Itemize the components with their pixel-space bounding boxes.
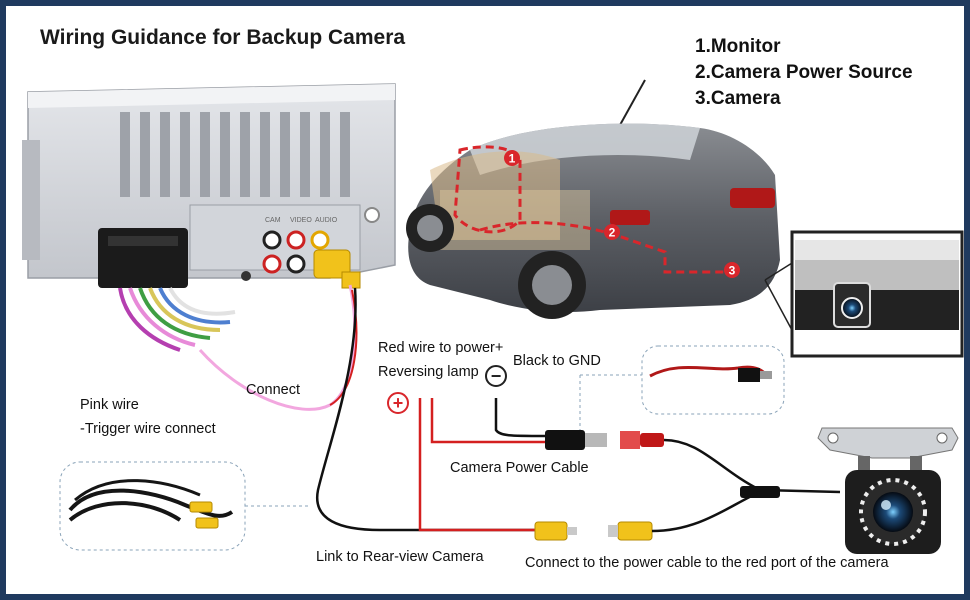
port-label-audio: AUDIO	[315, 217, 338, 224]
svg-text:2: 2	[609, 226, 616, 240]
camera-power-lead	[663, 438, 841, 494]
port-label-video: VIDEO	[290, 217, 312, 224]
video-link-cable	[315, 287, 535, 532]
diagram-title: Wiring Guidance for Backup Camera	[40, 26, 405, 49]
heatsink-fins	[120, 112, 350, 197]
marker-2: 2	[604, 224, 620, 240]
marker-3: 3	[724, 262, 740, 278]
legend-item-power-source: 2.Camera Power Source	[695, 62, 913, 83]
dc-power-socket	[620, 431, 664, 449]
harness-wires	[118, 287, 236, 352]
label-black-gnd: Black to GND	[513, 353, 601, 369]
rca-video-female	[608, 521, 653, 541]
minus-symbol: −	[485, 365, 507, 387]
port-label-cam: CAM	[265, 217, 281, 224]
svg-text:3: 3	[729, 264, 736, 278]
legend-item-camera: 3.Camera	[695, 88, 781, 109]
label-link-rear: Link to Rear-view Camera	[316, 549, 485, 565]
black-gnd-wire	[494, 398, 546, 438]
legend-item-monitor: 1.Monitor	[695, 36, 781, 57]
red-lamp-wire	[418, 398, 535, 532]
label-reversing-lamp: Reversing lamp	[378, 364, 479, 380]
marker-1: 1	[504, 150, 520, 166]
car-illustration	[406, 79, 780, 319]
label-pink-wire: Pink wire	[80, 397, 139, 413]
cable-coil-inset	[59, 461, 310, 551]
svg-text:−: −	[491, 366, 502, 386]
red-power-wire	[430, 398, 545, 444]
label-red-wire: Red wire to power+	[378, 340, 503, 356]
wire-harness-connector	[98, 228, 188, 288]
rca-video-male	[534, 521, 577, 541]
label-connect: Connect	[246, 382, 300, 398]
camera-mount-inset	[764, 230, 964, 358]
plus-symbol: +	[387, 392, 409, 414]
camera-video-lead	[651, 490, 761, 533]
label-power-cable: Camera Power Cable	[450, 460, 589, 476]
svg-text:1: 1	[509, 152, 516, 166]
stereo-rca-plug	[313, 249, 361, 289]
rca-ports	[262, 230, 330, 274]
label-trigger-wire: -Trigger wire connect	[80, 421, 216, 437]
power-cable-inset	[579, 345, 785, 432]
label-connect-power: Connect to the power cable to the red po…	[525, 555, 889, 571]
svg-text:+: +	[393, 393, 404, 413]
backup-camera	[817, 427, 959, 554]
stereo-head-unit: CAM VIDEO AUDIO	[22, 83, 396, 352]
dc-power-plug	[545, 430, 607, 450]
